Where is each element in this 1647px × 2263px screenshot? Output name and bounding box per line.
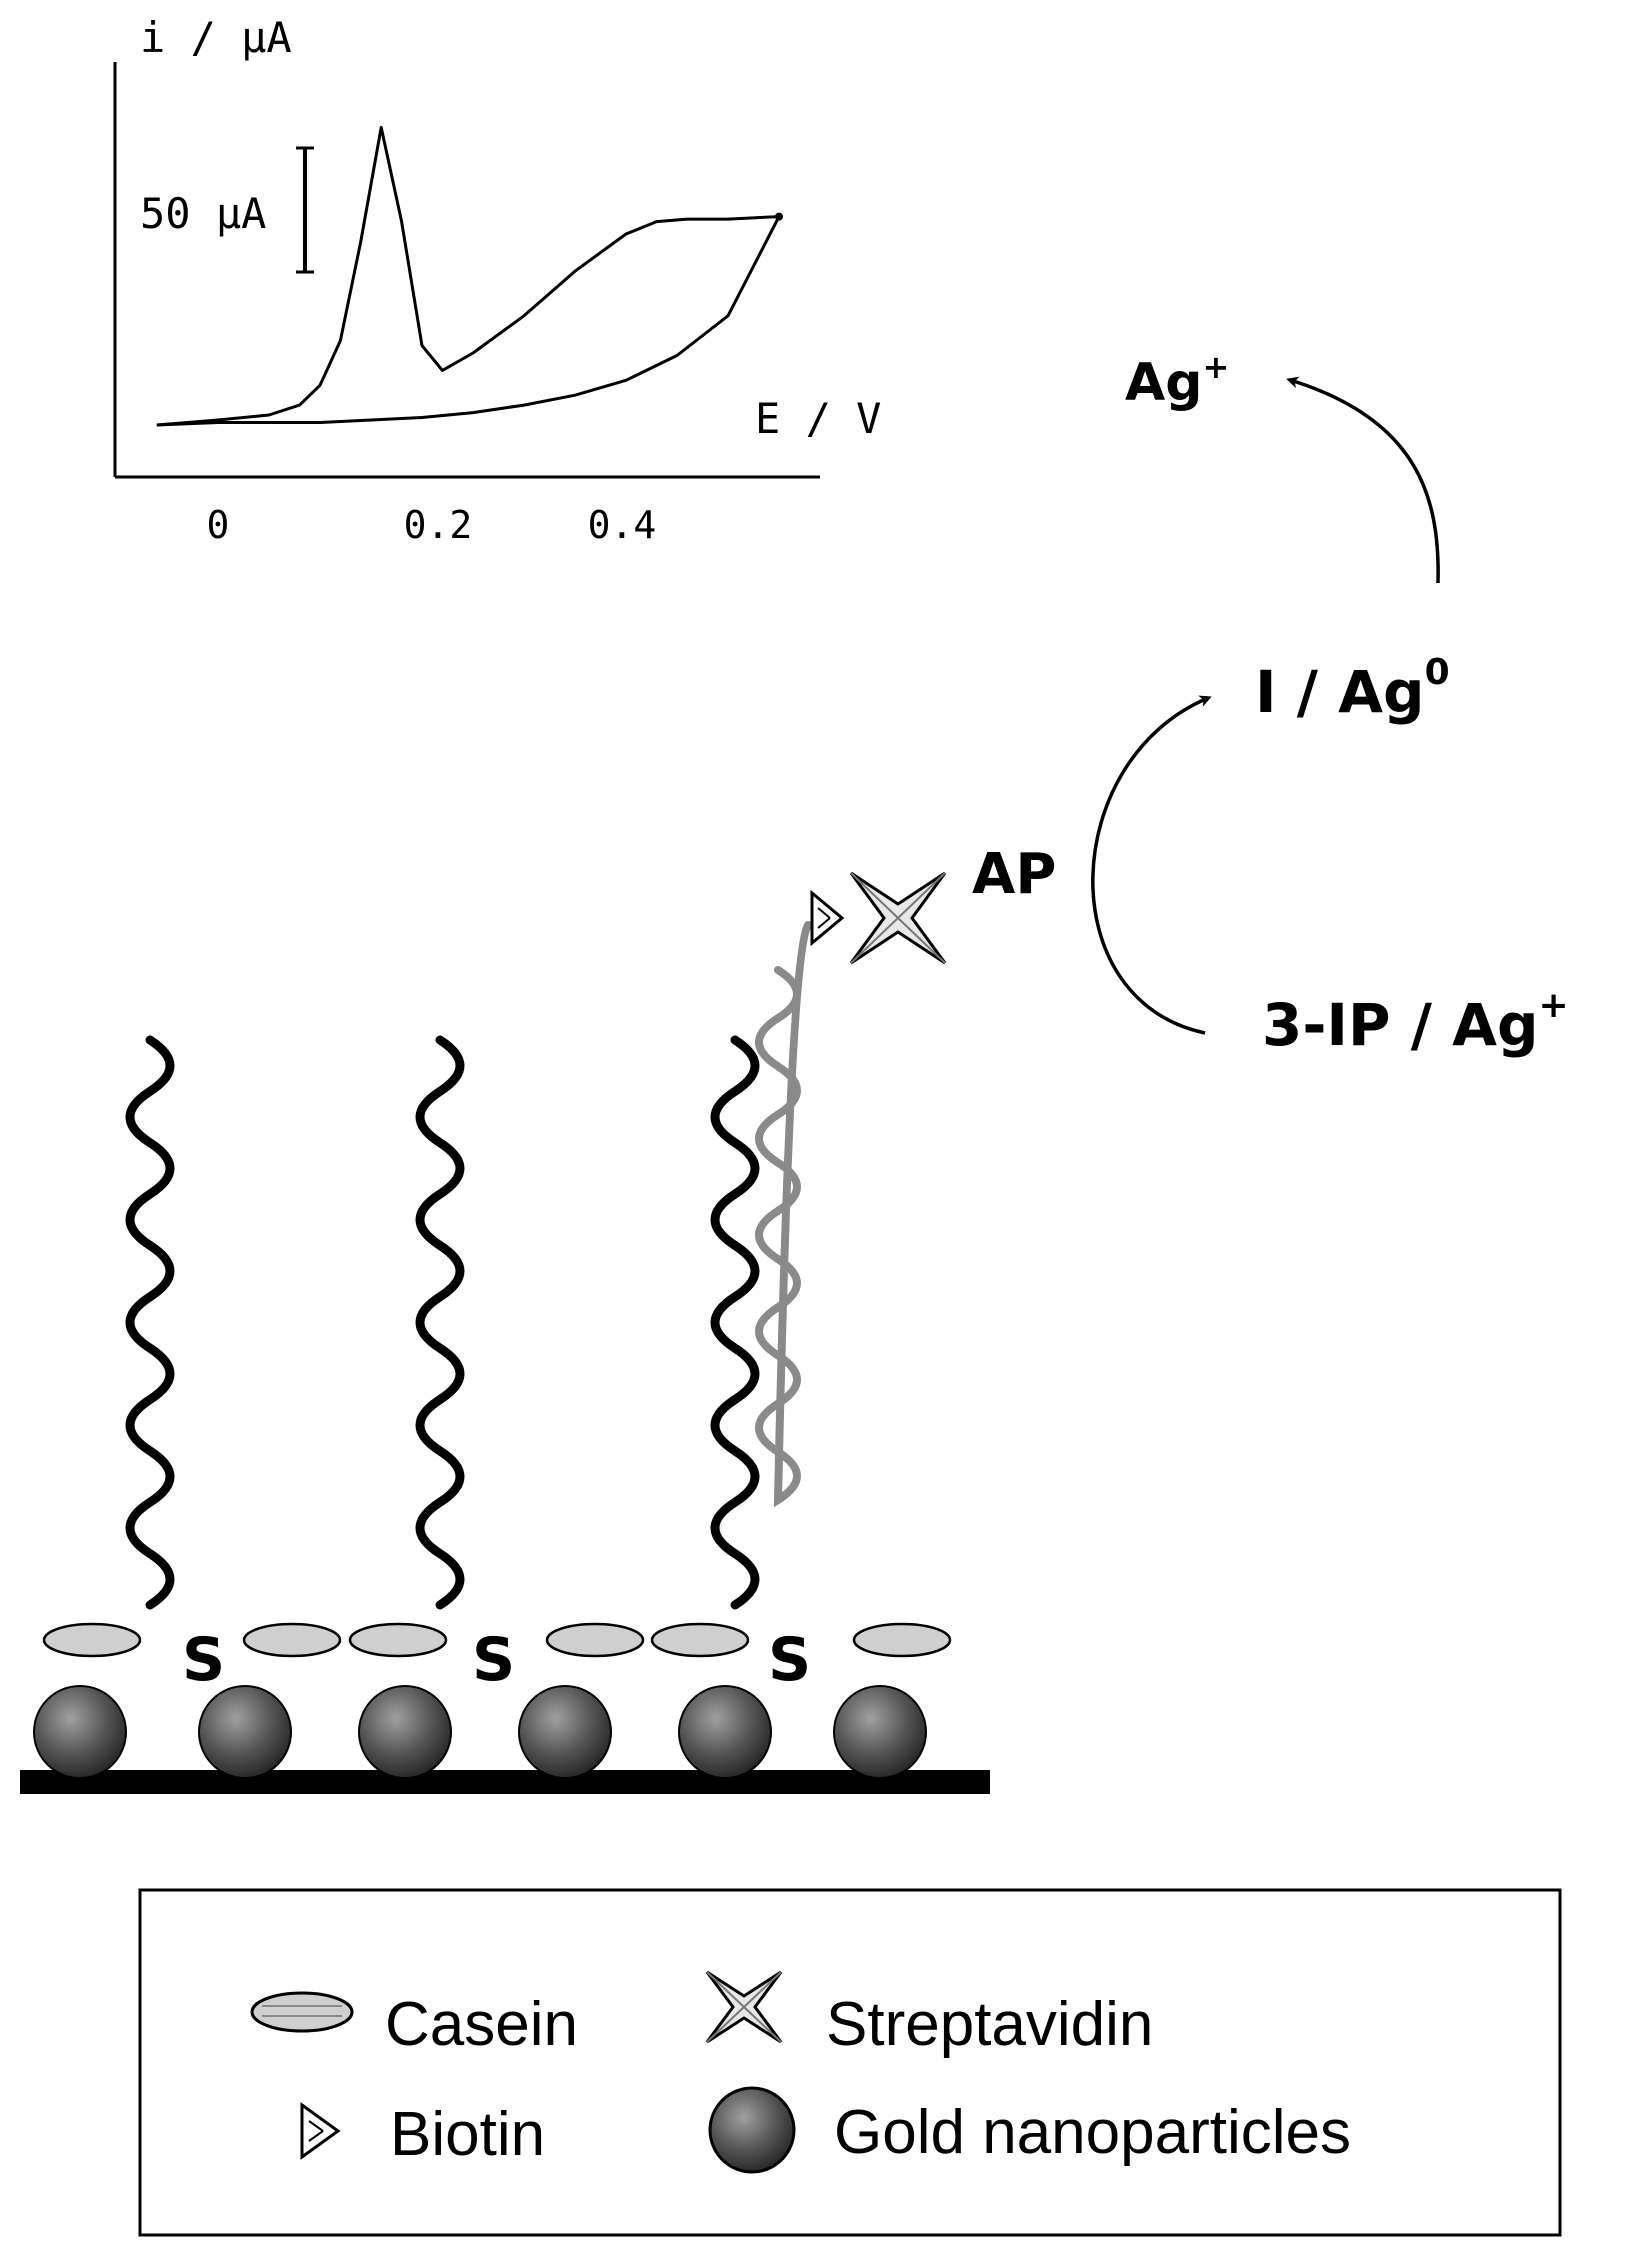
legend-streptavidin-label: Streptavidin: [826, 1990, 1153, 2059]
biotin-icon: [810, 889, 845, 947]
casein-molecule: [852, 1622, 952, 1658]
electrode-base: [20, 1770, 990, 1794]
legend-casein-label: Casein: [385, 1990, 578, 2059]
legend-box: Casein Streptavidin Biotin Gold nanopart…: [138, 1888, 1562, 2237]
scale-bar-label: 50 μA: [140, 189, 266, 238]
cv-forward-scan-line: [156, 125, 780, 427]
capture-probe-strand: [710, 1035, 760, 1610]
casein-molecule: [42, 1622, 142, 1658]
gold-nanoparticle: [678, 1685, 772, 1779]
gold-nanoparticle: [33, 1685, 127, 1779]
cv-vertex-point: [775, 212, 783, 221]
biotin-legend-icon-detail: [308, 2130, 324, 2142]
biotin-icon-detail: [817, 917, 831, 929]
gold-nanoparticle: [198, 1685, 292, 1779]
gold-nanoparticle-legend-icon: [708, 2086, 796, 2174]
substrate-label: 3-IP / Ag+: [1262, 985, 1569, 1059]
gold-nanoparticle: [358, 1685, 452, 1779]
x-tick-label-0: 0: [207, 503, 230, 547]
casein-row: [42, 1622, 952, 1658]
casein-molecule: [242, 1622, 342, 1658]
thiol-s-label: S: [768, 1625, 811, 1695]
capture-probe-strand: [415, 1035, 465, 1610]
target-dna-strand: [755, 921, 812, 1508]
capture-probe-strand: [125, 1035, 175, 1610]
y-axis-label: i / μA: [140, 13, 292, 62]
cv-curves: [156, 125, 783, 427]
streptavidin-legend-icon: [705, 1970, 783, 2044]
oxidation-arrow: [1286, 376, 1440, 584]
cv-reverse-scan-line: [156, 215, 781, 427]
legend-frame: [138, 1888, 1562, 2237]
casein-molecule: [650, 1622, 750, 1658]
capture-probe-strands: [125, 1035, 760, 1610]
legend-biotin-label: Biotin: [390, 2100, 545, 2169]
thiol-s-label: S: [182, 1625, 225, 1695]
reaction-scheme: Ag+ I / Ag0 AP 3-IP / Ag+: [972, 348, 1569, 1059]
x-tick-label-0-2: 0.2: [404, 503, 473, 547]
iodide-silver-label: I / Ag0: [1255, 652, 1450, 726]
thiol-s-label: S: [472, 1625, 515, 1695]
x-tick-label-0-4: 0.4: [588, 503, 657, 547]
biotin-legend-icon-detail: [308, 2120, 324, 2132]
biotinylated-target-strand: [755, 921, 812, 1508]
casein-molecule: [348, 1622, 448, 1658]
legend-gold-label: Gold nanoparticles: [834, 2098, 1351, 2167]
casein-molecule: [545, 1622, 645, 1658]
biotin-icon-detail: [817, 907, 831, 919]
casein-icon: [250, 1991, 354, 2033]
enzymatic-arrow: [1091, 695, 1212, 1035]
ag-plus-product-label: Ag+: [1125, 348, 1229, 413]
gold-nanoparticle: [833, 1685, 927, 1779]
streptavidin-icon: [849, 871, 947, 965]
biotin-legend-icon: [300, 2102, 341, 2160]
gold-nanoparticle-row: [33, 1685, 927, 1779]
enzyme-label-ap: AP: [972, 842, 1056, 907]
gold-nanoparticle: [518, 1685, 612, 1779]
x-axis-label: E / V: [755, 394, 881, 443]
inset-voltammogram: i / μA E / V 50 μA 0 0.2 0.4: [113, 13, 881, 547]
